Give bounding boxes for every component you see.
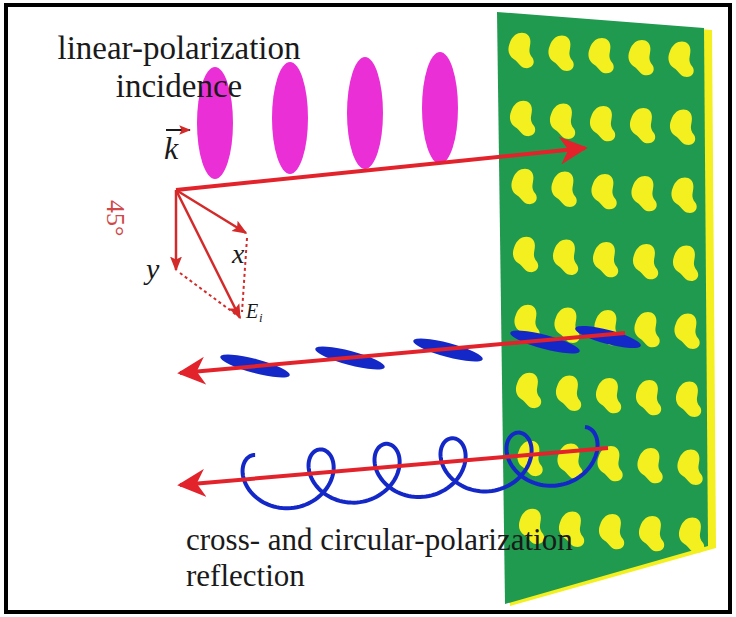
unit-cell	[676, 382, 701, 417]
unit-cell	[591, 174, 616, 209]
reflection-arrow	[180, 333, 625, 373]
field-subscript: i	[259, 311, 263, 326]
unit-cell	[510, 101, 535, 136]
unit-cell	[670, 110, 695, 145]
unit-cell	[548, 36, 573, 71]
unit-cell	[511, 169, 536, 204]
reflection-arrow	[180, 448, 608, 485]
unit-cell	[599, 514, 624, 549]
unit-cell	[679, 518, 704, 553]
unit-cell	[630, 108, 655, 143]
incident-arrow	[176, 148, 585, 190]
title-label: linear-polarization incidence	[14, 30, 344, 106]
unit-cell	[513, 237, 538, 272]
unit-cell	[668, 42, 693, 77]
unit-cell	[671, 178, 696, 213]
unit-cell	[597, 446, 622, 481]
axis-label: x	[232, 238, 244, 270]
axes	[176, 190, 247, 318]
unit-cell	[590, 106, 615, 141]
unit-cell	[593, 242, 618, 277]
unit-cell	[588, 38, 613, 73]
metasurface-panel	[497, 12, 708, 604]
axis-label: y	[146, 252, 159, 287]
caption-label: cross- and circular-polarization reflect…	[186, 522, 586, 593]
unit-cell	[556, 376, 581, 411]
circular-wave	[243, 427, 598, 508]
unit-cell	[677, 450, 702, 485]
unit-cell	[553, 240, 578, 275]
unit-cell	[637, 448, 662, 483]
unit-cell	[674, 314, 699, 349]
unit-cell	[673, 246, 698, 281]
unit-cells	[508, 33, 704, 553]
unit-cell	[636, 380, 661, 415]
unit-cell	[596, 378, 621, 413]
unit-cell	[508, 33, 533, 68]
vector-label: k	[164, 130, 178, 167]
unit-cell	[551, 172, 576, 207]
angle-label: 45°	[100, 200, 130, 236]
unit-cell	[628, 40, 653, 75]
frame	[6, 5, 730, 612]
unit-cell	[633, 244, 658, 279]
unit-cell	[631, 176, 656, 211]
unit-cell	[639, 516, 664, 551]
field-label: E	[246, 300, 258, 323]
unit-cell	[516, 373, 541, 408]
unit-cell	[550, 104, 575, 139]
